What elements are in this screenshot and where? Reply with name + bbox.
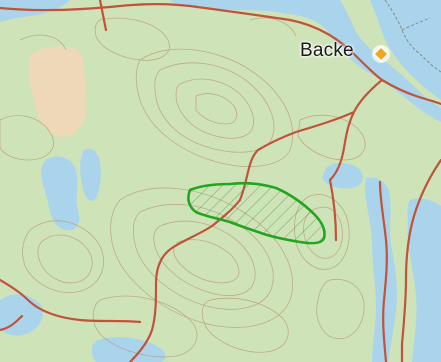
poi-diamond-icon[interactable]	[372, 45, 390, 63]
tracks	[384, 0, 441, 73]
lake-right-upper	[322, 162, 363, 189]
lake-top-right	[370, 0, 441, 100]
open-land-patch	[28, 46, 87, 137]
lake-left	[41, 156, 80, 231]
highlight-area[interactable]	[187, 181, 326, 245]
place-label-backe: Backe	[300, 40, 354, 61]
river-right	[365, 177, 397, 362]
lake-left-narrow	[80, 148, 101, 201]
lake-right-edge	[407, 198, 441, 362]
